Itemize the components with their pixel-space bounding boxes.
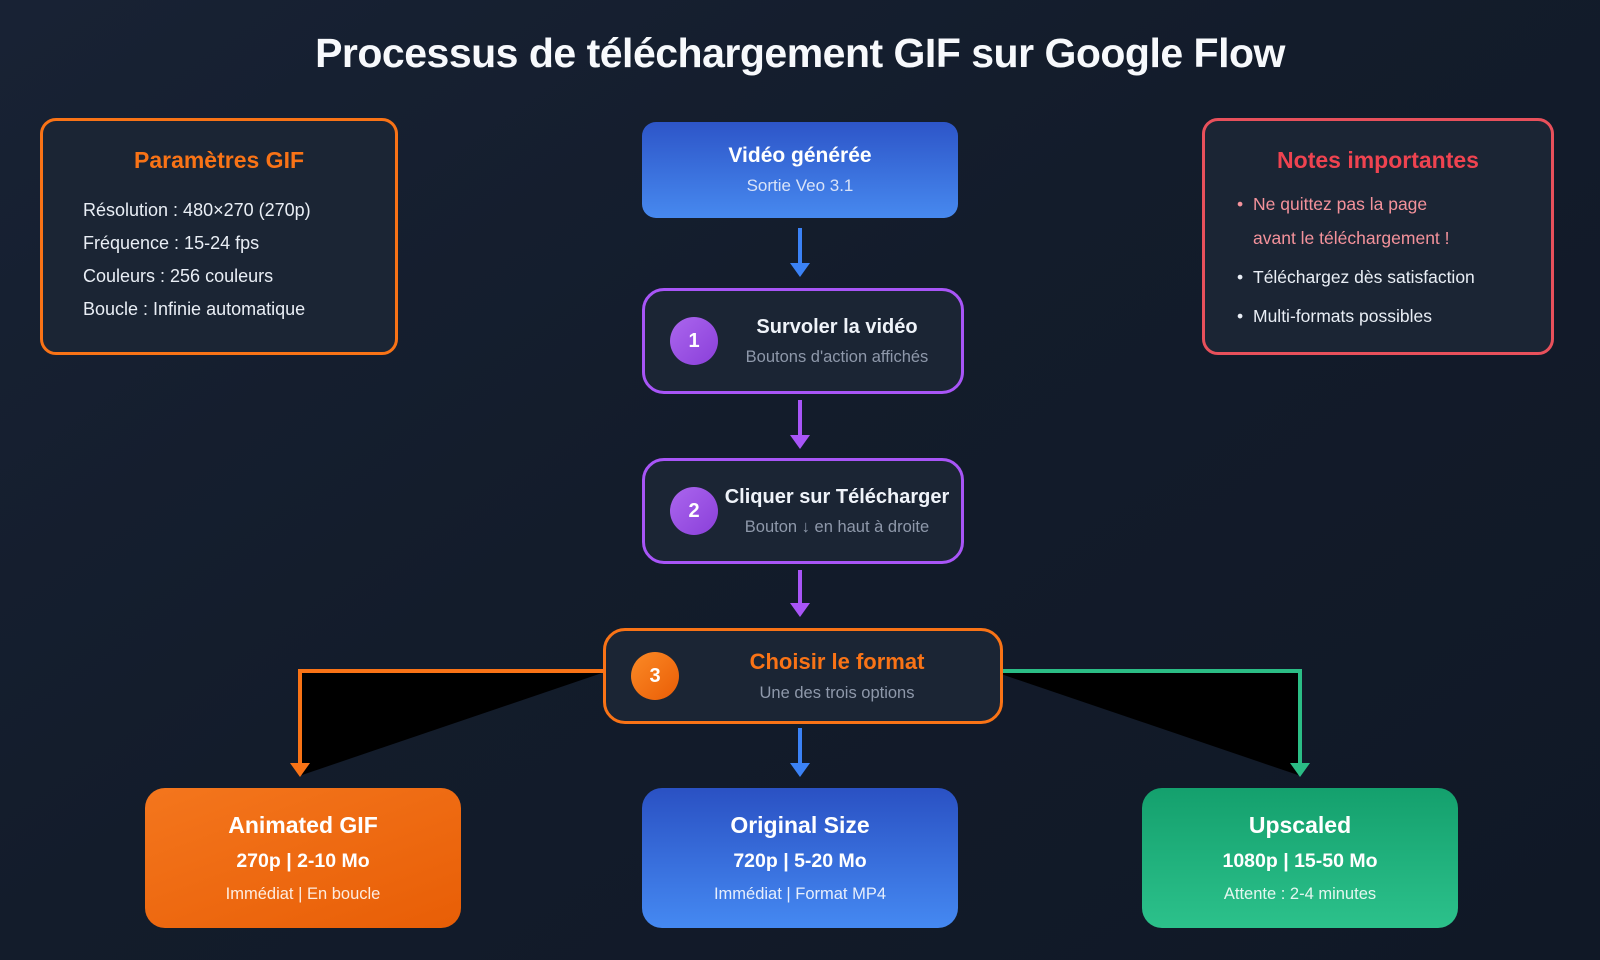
bullet-dot-icon: • <box>1237 267 1244 287</box>
output-title: Upscaled <box>1248 812 1352 838</box>
connector-shadow-right <box>998 673 1298 775</box>
video-generated-node: Vidéo générée Sortie Veo 3.1 <box>642 122 958 218</box>
note-item-stay-on-page: • Ne quittez pas la page avant le télécha… <box>1237 192 1551 250</box>
step-node-3: 3 Choisir le format Une des trois option… <box>603 628 1003 724</box>
arrow-down-icon <box>290 763 310 777</box>
step-2-text: Cliquer sur Télécharger Bouton ↓ en haut… <box>717 461 957 561</box>
params-panel-title: Paramètres GIF <box>133 147 305 173</box>
arrow-video-to-step1 <box>798 228 802 264</box>
step-1-text: Survoler la vidéo Boutons d'action affic… <box>717 291 957 391</box>
connector-left-horizontal <box>298 669 605 673</box>
page-title: Processus de téléchargement GIF sur Goog… <box>315 30 1285 76</box>
output-note: Immédiat | En boucle <box>225 885 381 903</box>
step-1-number: 1 <box>688 329 700 352</box>
params-panel: Paramètres GIF Résolution : 480×270 (270… <box>40 118 398 355</box>
output-title: Animated GIF <box>228 812 378 838</box>
notes-panel: Notes importantes • Ne quittez pas la pag… <box>1202 118 1554 355</box>
arrow-step2-to-step3 <box>798 570 802 604</box>
param-line-resolution: Résolution : 480×270 (270p) <box>83 200 311 220</box>
step-2-number: 2 <box>688 499 700 522</box>
step-1-subtitle: Boutons d'action affichés <box>745 347 929 366</box>
output-node-upscaled: Upscaled 1080p | 15-50 Mo Attente : 2-4 … <box>1142 788 1458 928</box>
arrow-step3-to-original <box>798 728 802 764</box>
step-3-text: Choisir le format Une des trois options <box>678 631 996 721</box>
bullet-dot-icon: • <box>1237 194 1244 214</box>
param-line-loop: Boucle : Infinie automatique <box>83 299 306 319</box>
arrow-down-icon <box>1290 763 1310 777</box>
note-item-download-when-satisfied: • Téléchargez dès satisfaction <box>1237 265 1551 289</box>
output-specs: 1080p | 15-50 Mo <box>1222 850 1378 872</box>
step-3-title: Choisir le format <box>749 649 925 674</box>
param-line-framerate: Fréquence : 15-24 fps <box>83 233 260 253</box>
step-2-subtitle: Bouton ↓ en haut à droite <box>744 517 930 536</box>
output-note: Attente : 2-4 minutes <box>1223 885 1377 903</box>
step-3-subtitle: Une des trois options <box>759 684 915 702</box>
arrow-step1-to-step2 <box>798 400 802 436</box>
notes-panel-body: • Ne quittez pas la page avant le télécha… <box>1237 192 1551 328</box>
note-item-multi-formats: • Multi-formats possibles <box>1237 304 1551 328</box>
note-item-line1: Téléchargez dès satisfaction <box>1253 267 1475 287</box>
arrow-down-icon <box>790 763 810 777</box>
notes-panel-title: Notes importantes <box>1277 147 1479 173</box>
connector-left-vertical <box>298 669 302 765</box>
step-node-2: 2 Cliquer sur Télécharger Bouton ↓ en ha… <box>642 458 964 564</box>
step-2-badge: 2 <box>670 487 718 535</box>
arrow-down-icon <box>790 603 810 617</box>
step-3-number: 3 <box>649 664 661 687</box>
step-node-1: 1 Survoler la vidéo Boutons d'action aff… <box>642 288 964 394</box>
bullet-dot-icon: • <box>1237 306 1244 326</box>
connector-right-horizontal <box>995 669 1302 673</box>
output-node-animated-gif: Animated GIF 270p | 2-10 Mo Immédiat | E… <box>145 788 461 928</box>
step-2-title: Cliquer sur Télécharger <box>724 485 950 508</box>
note-item-line1: Multi-formats possibles <box>1253 306 1432 326</box>
param-line-colors: Couleurs : 256 couleurs <box>83 266 274 286</box>
params-panel-body: Résolution : 480×270 (270p) Fréquence : … <box>83 194 395 326</box>
step-1-badge: 1 <box>670 317 718 365</box>
video-node-subtitle: Sortie Veo 3.1 <box>746 176 854 195</box>
arrow-down-icon <box>790 263 810 277</box>
video-node-title: Vidéo générée <box>728 144 872 167</box>
output-note: Immédiat | Format MP4 <box>713 885 887 903</box>
output-node-original-size: Original Size 720p | 5-20 Mo Immédiat | … <box>642 788 958 928</box>
arrow-down-icon <box>790 435 810 449</box>
output-specs: 270p | 2-10 Mo <box>236 850 370 872</box>
output-specs: 720p | 5-20 Mo <box>733 850 867 872</box>
note-item-line1: Ne quittez pas la page <box>1253 194 1428 214</box>
output-title: Original Size <box>730 812 870 838</box>
step-3-badge: 3 <box>631 652 679 700</box>
step-1-title: Survoler la vidéo <box>756 315 918 338</box>
note-item-line2: avant le téléchargement ! <box>1253 228 1450 248</box>
connector-right-vertical <box>1298 669 1302 765</box>
connector-shadow-left <box>302 673 602 775</box>
